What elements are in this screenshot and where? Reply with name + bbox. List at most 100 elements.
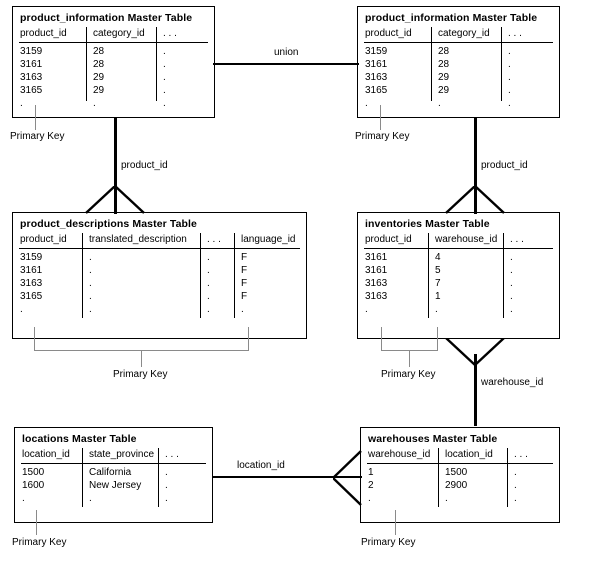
primary-key-bracket-left: [381, 327, 383, 351]
cell: F: [241, 265, 248, 277]
cell: 28: [438, 46, 450, 58]
table-title: product_information Master Table: [20, 12, 193, 24]
table-grid: product_id category_id . . . 3159 28 . 3…: [364, 27, 553, 110]
relationship-label-product-id-right: product_id: [481, 160, 528, 171]
table-row: 3163 . . F: [19, 277, 300, 290]
crow-foot-icon: [444, 186, 506, 214]
table-row: 3163 29 .: [364, 71, 553, 84]
cell: 7: [435, 278, 441, 290]
cell: 3159: [365, 46, 388, 58]
column-header: . . .: [501, 27, 550, 42]
cell: .: [514, 467, 517, 479]
table-row: 3165 29 .: [364, 84, 553, 97]
cell: .: [93, 98, 96, 110]
cell: 3161: [365, 252, 388, 264]
cell: .: [89, 304, 92, 316]
cell: 1: [368, 467, 374, 479]
table-warehouses[interactable]: warehouses Master Table warehouse_id loc…: [360, 427, 560, 523]
table-header-row: product_id category_id . . .: [19, 27, 208, 42]
table-title: locations Master Table: [22, 433, 137, 445]
table-body: 3159 . . F 3161 . . F 3163 . . F: [19, 233, 300, 318]
primary-key-label: Primary Key: [355, 131, 410, 142]
column-header: warehouse_id: [428, 233, 504, 248]
primary-key-stem: [35, 105, 37, 130]
cell: .: [89, 493, 92, 505]
table-row: 3165 29 .: [19, 84, 208, 97]
header-rule: [367, 463, 553, 465]
column-header: product_id: [365, 234, 412, 245]
table-header-row: warehouse_id location_id . . .: [367, 448, 553, 463]
cell: .: [89, 265, 92, 277]
cell: 1600: [22, 480, 45, 492]
table-product-descriptions[interactable]: product_descriptions Master Table produc…: [12, 212, 307, 339]
cell: .: [207, 252, 210, 264]
cell: .: [207, 291, 210, 303]
relationship-line-warehouse-id: [474, 354, 477, 426]
column-divider: [86, 27, 88, 101]
cell: F: [241, 278, 248, 290]
column-divider: [431, 27, 433, 101]
table-row: 3163 7 .: [364, 277, 553, 290]
cell: 3159: [20, 46, 43, 58]
cell: 28: [93, 59, 105, 71]
primary-key-stem: [409, 350, 411, 367]
table-row: 1600 New Jersey .: [21, 479, 206, 492]
relationship-label-product-id-left: product_id: [121, 160, 168, 171]
table-row: 3161 4 .: [364, 251, 553, 264]
column-divider: [158, 448, 160, 507]
cell: .: [365, 98, 368, 110]
cell: F: [241, 252, 248, 264]
table-row: 3165 . . F: [19, 290, 300, 303]
cell: 3163: [365, 278, 388, 290]
cell: .: [89, 252, 92, 264]
primary-key-stem: [36, 510, 38, 535]
cell: .: [165, 493, 168, 505]
cell: 2900: [445, 480, 468, 492]
column-header: language_id: [234, 233, 299, 248]
table-row: . . .: [364, 303, 553, 316]
cell: .: [165, 467, 168, 479]
column-divider: [82, 448, 84, 507]
crow-foot-icon: [444, 338, 506, 366]
table-title: product_information Master Table: [365, 12, 538, 24]
cell: .: [514, 480, 517, 492]
primary-key-label: Primary Key: [113, 369, 168, 380]
table-inventories[interactable]: inventories Master Table product_id ware…: [357, 212, 560, 339]
column-header: . . .: [158, 448, 199, 463]
cell: .: [510, 291, 513, 303]
table-locations[interactable]: locations Master Table location_id state…: [14, 427, 213, 523]
table-title: warehouses Master Table: [368, 433, 498, 445]
table-product-information-right[interactable]: product_information Master Table product…: [357, 6, 560, 118]
cell: 3161: [365, 265, 388, 277]
column-header: . . .: [156, 27, 205, 42]
cell: .: [510, 252, 513, 264]
table-header-row: location_id state_province . . .: [21, 448, 206, 463]
table-body: 1 1500 . 2 2900 . . . .: [367, 448, 553, 507]
column-divider: [507, 448, 509, 507]
cell: 3161: [365, 59, 388, 71]
primary-key-bracket-left: [34, 327, 36, 351]
header-rule: [19, 42, 208, 44]
table-row: 3159 28 .: [19, 45, 208, 58]
cell: 3163: [20, 72, 43, 84]
table-body: 3161 4 . 3161 5 . 3163 7 . 3163 1 .: [364, 233, 553, 318]
column-divider: [82, 233, 84, 318]
cell: .: [510, 304, 513, 316]
cell: 5: [435, 265, 441, 277]
column-header: state_province: [82, 448, 159, 463]
table-title: inventories Master Table: [365, 218, 490, 230]
relationship-label-location-id: location_id: [237, 460, 285, 471]
table-grid: warehouse_id location_id . . . 1 1500 . …: [367, 448, 553, 507]
cell: 3159: [20, 252, 43, 264]
relationship-label-warehouse-id: warehouse_id: [481, 377, 544, 388]
cell: .: [508, 85, 511, 97]
column-header: product_id: [20, 234, 67, 245]
header-rule: [21, 463, 206, 465]
column-header: product_id: [365, 28, 412, 39]
table-product-information-left[interactable]: product_information Master Table product…: [12, 6, 215, 118]
cell: .: [508, 98, 511, 110]
table-title: product_descriptions Master Table: [20, 218, 197, 230]
table-body: 3159 28 . 3161 28 . 3163 29 . 3165 29: [19, 27, 208, 110]
table-row: 1500 California .: [21, 466, 206, 479]
table-row: . . .: [364, 97, 553, 110]
